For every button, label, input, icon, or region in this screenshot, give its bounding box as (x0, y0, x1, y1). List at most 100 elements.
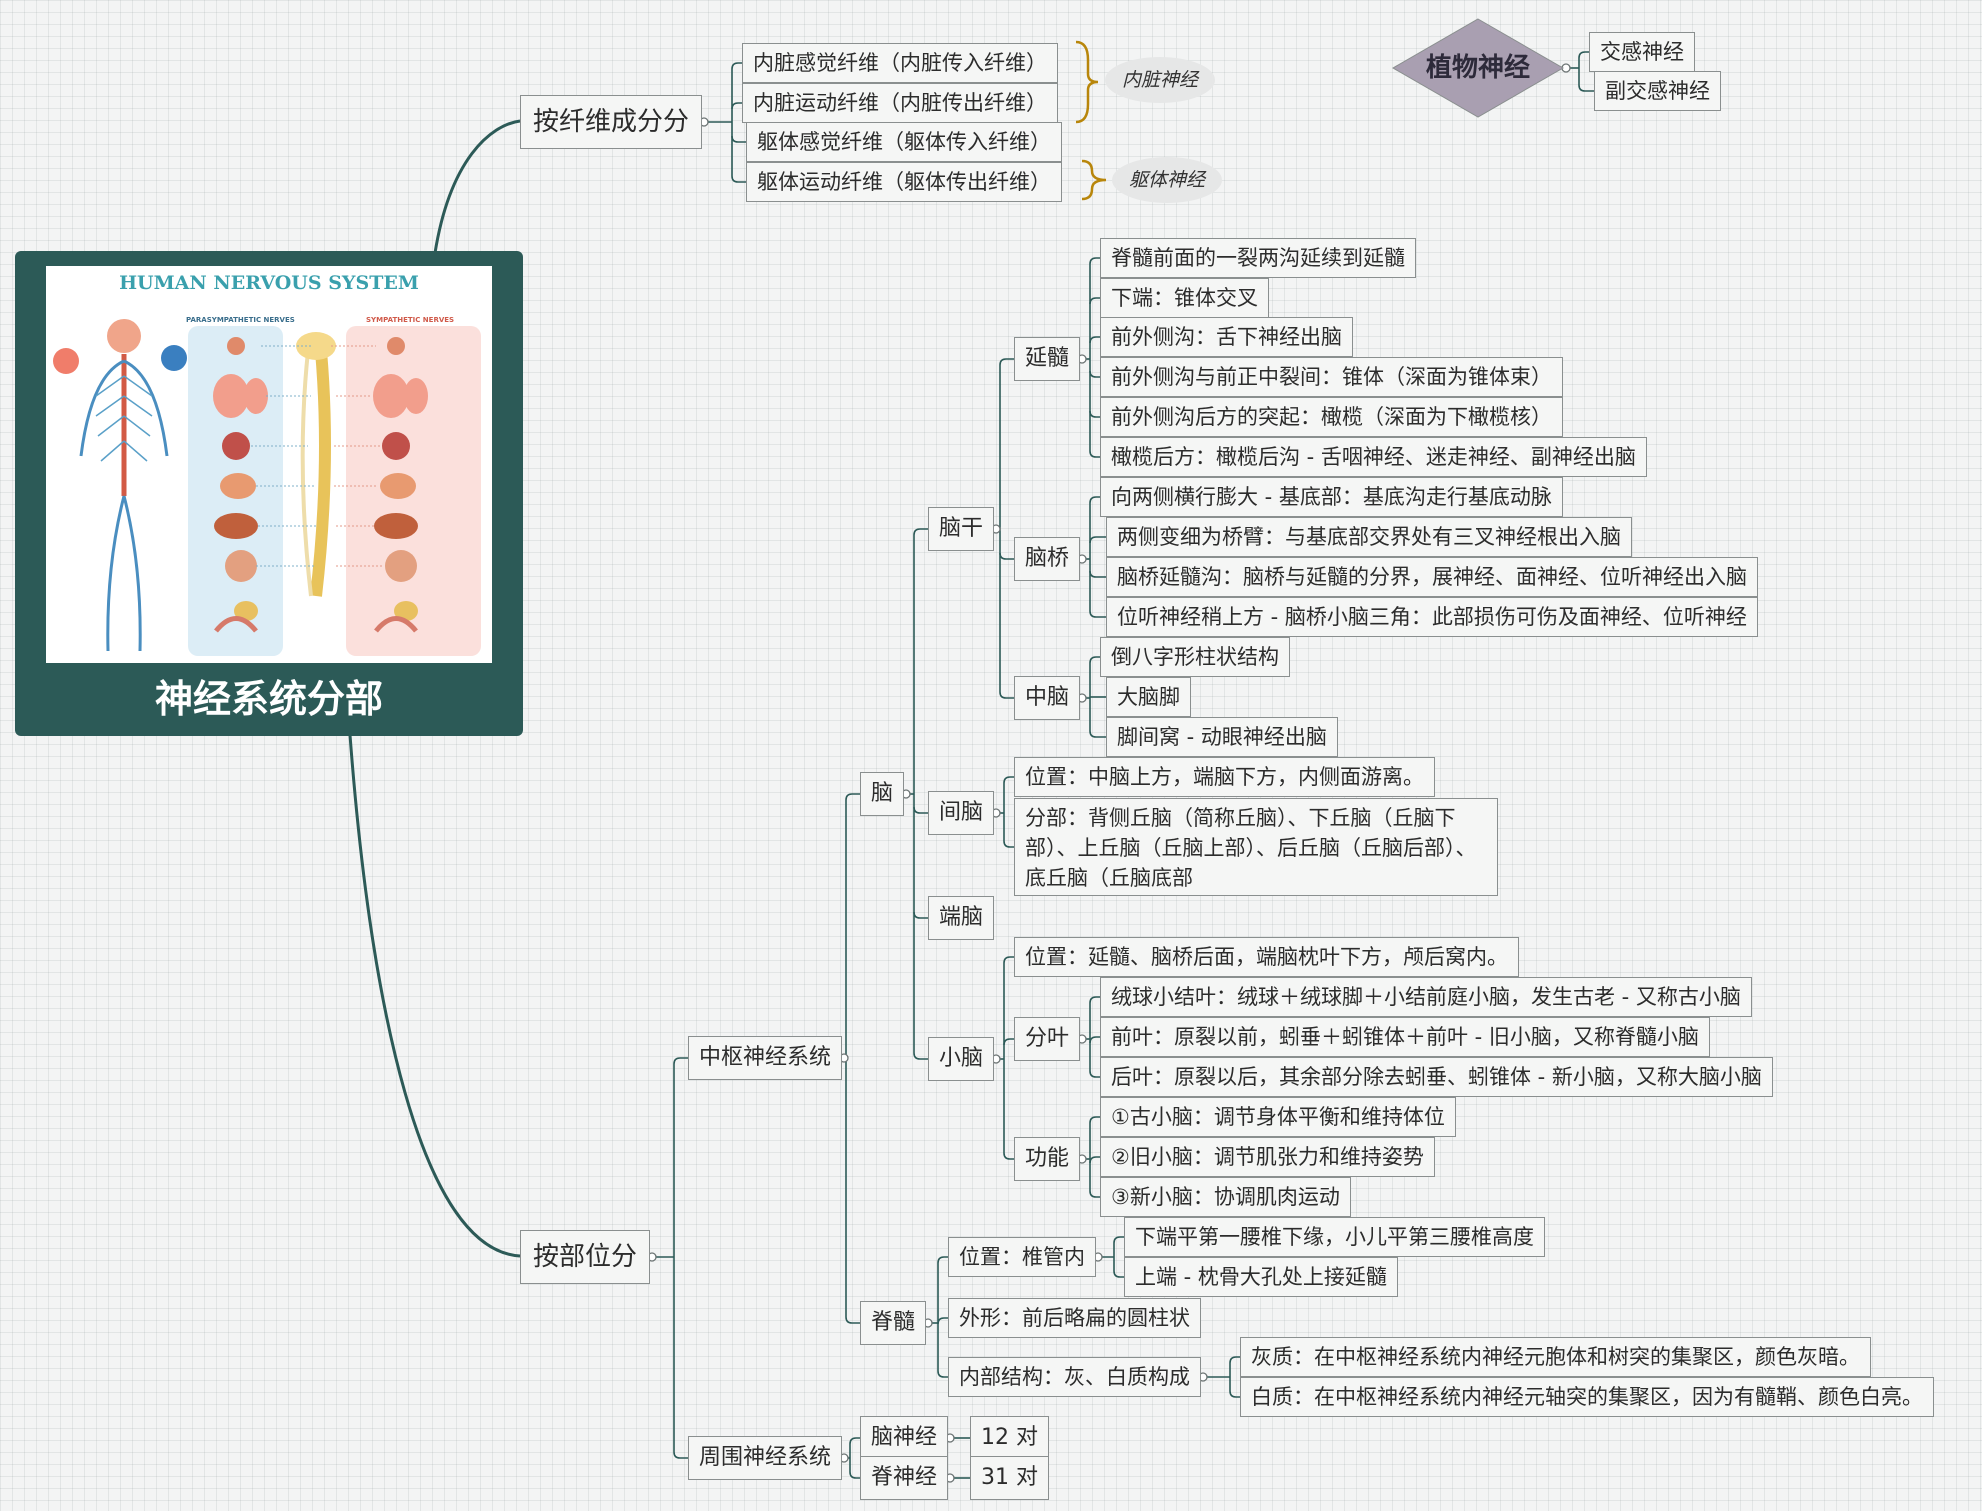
connector-leaf (999, 552, 1014, 560)
cerebellum-position[interactable]: 位置：延髓、脑桥后面，端脑枕叶下方，颅后窝内。 (1014, 937, 1519, 977)
structure-item-white[interactable]: 白质：在中枢神经系统内神经元轴突的集聚区，因为有髓鞘、颜色白亮。 (1240, 1377, 1934, 1417)
spinal-shape[interactable]: 外形：前后略扁的圆柱状 (948, 1298, 1201, 1338)
connector-center-fiber (433, 119, 521, 254)
medulla-item-3[interactable]: 前外侧沟：舌下神经出脑 (1100, 317, 1353, 357)
midbrain-item-1[interactable]: 倒八字形柱状结构 (1100, 637, 1290, 677)
autonomic-title: 植物神经 (1425, 53, 1530, 83)
connector-leaf (1089, 536, 1106, 544)
diencephalon-parts[interactable]: 分部：背侧丘脑（简称丘脑）、下丘脑（丘脑下部）、上丘脑（丘脑上部）、后丘脑（丘脑… (1014, 798, 1498, 896)
cranial-count[interactable]: 12 对 (970, 1416, 1049, 1460)
node-spinal-nerve[interactable]: 脊神经 (860, 1456, 949, 1500)
visceral-brace-icon (1075, 40, 1099, 124)
connector-leaf (731, 175, 746, 183)
connector-leaf (1113, 1270, 1124, 1278)
diencephalon-position[interactable]: 位置：中脑上方，端脑下方，内侧面游离。 (1014, 757, 1435, 797)
connector-leaf (849, 1437, 860, 1445)
node-cerebellum[interactable]: 小脑 (928, 1037, 995, 1081)
fiber-item-somatic-motor[interactable]: 躯体运动纤维（躯体传出纤维） (746, 162, 1062, 202)
connector-leaf (1089, 370, 1100, 378)
connector-leaf (673, 1451, 688, 1459)
node-cranial-nerve[interactable]: 脑神经 (860, 1416, 949, 1460)
connector-leaf (1089, 496, 1100, 504)
connector-leaf (999, 358, 1014, 366)
node-brain[interactable]: 脑 (860, 772, 905, 816)
connector-leaf (845, 793, 860, 801)
node-diencephalon[interactable]: 间脑 (928, 791, 995, 835)
illustration-left-label: PARASYMPATHETIC NERVES (186, 316, 295, 324)
connector-leaf (1578, 84, 1594, 92)
node-brainstem[interactable]: 脑干 (928, 507, 995, 551)
node-pons[interactable]: 脑桥 (1014, 537, 1081, 581)
connector-leaf (1003, 956, 1014, 964)
connector-leaf (1229, 1390, 1240, 1398)
function-item-1[interactable]: ①古小脑：调节身体平衡和维持体位 (1100, 1097, 1456, 1137)
connector-leaf (731, 135, 746, 143)
topic-location[interactable]: 按部位分 (520, 1230, 651, 1284)
midbrain-item-2[interactable]: 大脑脚 (1106, 677, 1191, 717)
connector-leaf (1089, 656, 1100, 664)
somatic-brace-icon (1081, 159, 1107, 201)
connector-leaf (1089, 610, 1106, 618)
node-spinal-cord[interactable]: 脊髓 (860, 1301, 927, 1345)
medulla-item-2[interactable]: 下端：锥体交叉 (1100, 278, 1269, 318)
medulla-item-1[interactable]: 脊髓前面的一裂两沟延续到延髓 (1100, 238, 1416, 278)
connector-leaf (937, 1317, 948, 1325)
connector-leaf (1229, 1356, 1240, 1364)
spinal-position[interactable]: 位置：椎管内 (948, 1237, 1096, 1277)
node-telencephalon[interactable]: 端脑 (928, 896, 995, 940)
topic-fiber[interactable]: 按纤维成分分 (520, 95, 703, 149)
connector-leaf (1089, 570, 1106, 578)
medulla-item-5[interactable]: 前外侧沟后方的突起：橄榄（深面为下橄榄核） (1100, 397, 1563, 437)
spinal-position-item-2[interactable]: 上端 - 枕骨大孔处上接延髓 (1124, 1257, 1398, 1297)
autonomic-item-sympathetic[interactable]: 交感神经 (1589, 32, 1695, 72)
node-cerebellum-lobes[interactable]: 分叶 (1014, 1017, 1081, 1061)
diamond-shape-icon (1392, 18, 1564, 118)
node-cerebellum-function[interactable]: 功能 (1014, 1137, 1081, 1181)
pons-item-1[interactable]: 向两侧横行膨大 - 基底部：基底沟走行基底动脉 (1100, 477, 1563, 517)
connector-leaf (1089, 257, 1100, 265)
connector-leaf (1089, 1156, 1100, 1164)
autonomic-item-parasympathetic[interactable]: 副交感神经 (1594, 71, 1721, 111)
connector-leaf (845, 1316, 860, 1324)
spinal-structure[interactable]: 内部结构：灰、白质构成 (948, 1357, 1201, 1397)
somatic-nerve-label[interactable]: 躯体神经 (1112, 157, 1222, 203)
connector-leaf (1089, 297, 1100, 305)
body-diagram-icon (53, 319, 481, 656)
lobe-item-3[interactable]: 后叶：原裂以后，其余部分除去蚓垂、蚓锥体 - 新小脑，又称大脑小脑 (1100, 1057, 1773, 1097)
node-pns[interactable]: 周围神经系统 (688, 1436, 843, 1480)
center-topic[interactable]: HUMAN NERVOUS SYSTEM PARASYMPATHETIC NER… (15, 251, 523, 736)
fiber-item-somatic-sensory[interactable]: 躯体感觉纤维（躯体传入纤维） (746, 122, 1062, 162)
node-medulla[interactable]: 延髓 (1014, 337, 1081, 381)
connector-leaf (1089, 450, 1100, 458)
connector-leaf (1003, 1038, 1014, 1046)
connector-leaf (1089, 410, 1100, 418)
structure-item-gray[interactable]: 灰质：在中枢神经系统内神经元胞体和树突的集聚区，颜色灰暗。 (1240, 1337, 1871, 1377)
connector-leaf (673, 1057, 688, 1065)
connector-leaf (1113, 1236, 1124, 1244)
spinal-nerve-count[interactable]: 31 对 (970, 1456, 1049, 1500)
connector-center-location (348, 734, 521, 1258)
connector-leaf (913, 911, 928, 919)
function-item-2[interactable]: ②旧小脑：调节肌张力和维持姿势 (1100, 1137, 1435, 1177)
pons-item-3[interactable]: 脑桥延髓沟：脑桥与延髓的分界，展神经、面神经、位听神经出入脑 (1106, 557, 1758, 597)
medulla-item-6[interactable]: 橄榄后方：橄榄后沟 - 舌咽神经、迷走神经、副神经出脑 (1100, 437, 1647, 477)
connector-leaf (1089, 1116, 1100, 1124)
medulla-item-4[interactable]: 前外侧沟与前正中裂间：锥体（深面为锥体束） (1100, 357, 1563, 397)
node-cns[interactable]: 中枢神经系统 (688, 1036, 843, 1080)
topic-autonomic[interactable]: 植物神经 (1392, 18, 1564, 118)
function-item-3[interactable]: ③新小脑：协调肌肉运动 (1100, 1177, 1351, 1217)
connector-leaf (1089, 1190, 1100, 1198)
visceral-nerve-label[interactable]: 内脏神经 (1105, 57, 1215, 103)
node-midbrain[interactable]: 中脑 (1014, 676, 1081, 720)
lobe-item-2[interactable]: 前叶：原裂以前，蚓垂＋蚓锥体＋前叶 - 旧小脑，又称脊髓小脑 (1100, 1017, 1710, 1057)
fiber-item-visceral-motor[interactable]: 内脏运动纤维（内脏传出纤维） (742, 83, 1058, 123)
lobe-item-1[interactable]: 绒球小结叶：绒球＋绒球脚＋小结前庭小脑，发生古老 - 又称古小脑 (1100, 977, 1752, 1017)
midbrain-item-3[interactable]: 脚间窝 - 动眼神经出脑 (1106, 717, 1338, 757)
pons-item-2[interactable]: 两侧变细为桥臂：与基底部交界处有三叉神经根出入脑 (1106, 517, 1632, 557)
spinal-position-item-1[interactable]: 下端平第一腰椎下缘，小儿平第三腰椎高度 (1124, 1217, 1545, 1257)
pons-item-4[interactable]: 位听神经稍上方 - 脑桥小脑三角：此部损伤可伤及面神经、位听神经 (1106, 597, 1758, 637)
center-title: 神经系统分部 (154, 677, 383, 721)
fiber-item-visceral-sensory[interactable]: 内脏感觉纤维（内脏传入纤维） (742, 43, 1058, 83)
connector-leaf (1003, 776, 1014, 784)
connector-leaf (999, 691, 1014, 699)
